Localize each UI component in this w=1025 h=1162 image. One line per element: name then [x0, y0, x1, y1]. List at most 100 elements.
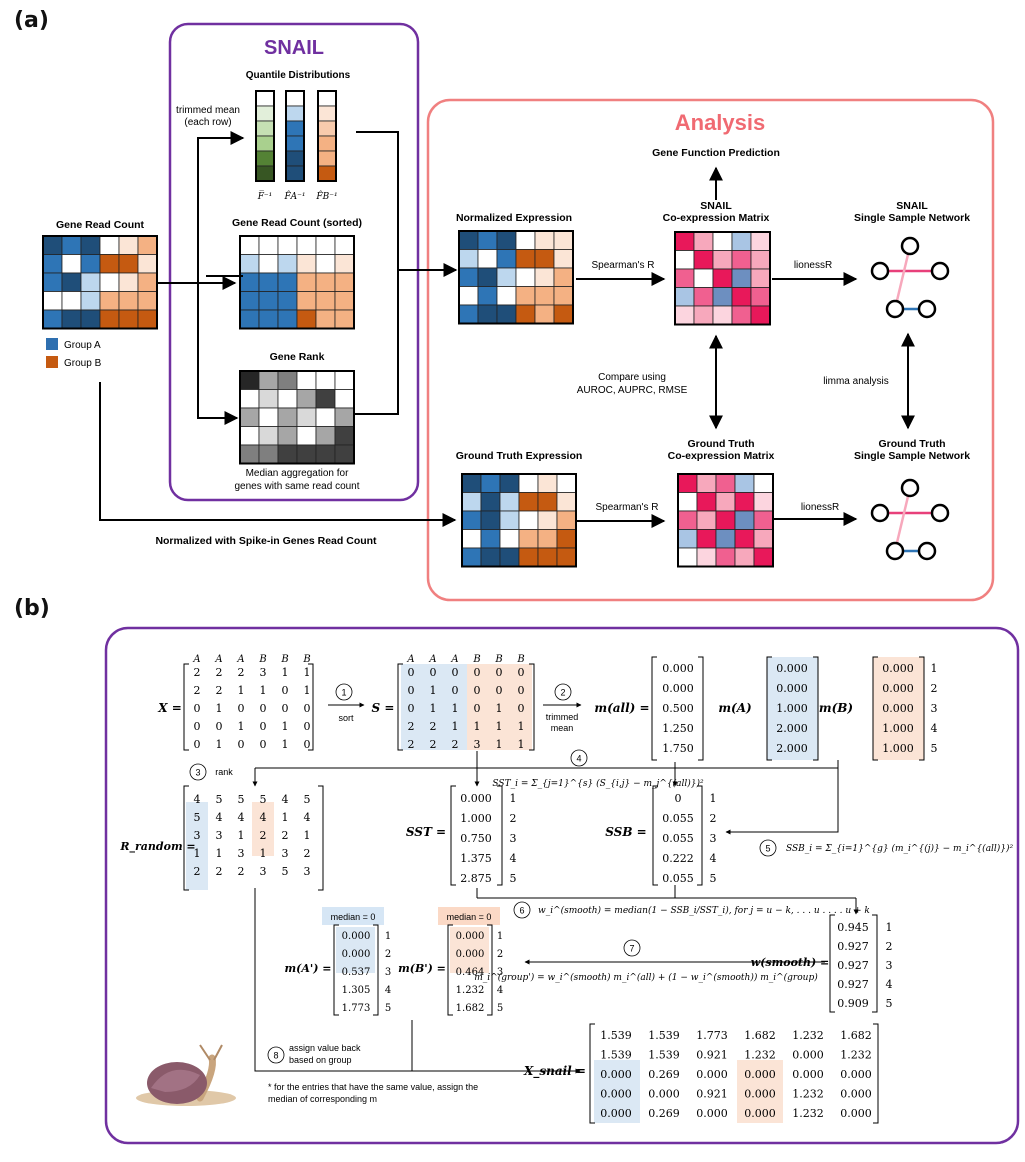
coexp1-cell — [712, 268, 733, 288]
m-ap-entry: 1.773 — [342, 1003, 371, 1014]
s-matrix-entry: 3 — [474, 738, 481, 751]
norm-cell — [534, 267, 555, 287]
x-matrix-entry: 2 — [216, 666, 223, 679]
r-matrix-entry: 5 — [194, 811, 201, 824]
rank-cell — [315, 426, 336, 446]
assign-back-1: assign value back — [289, 1043, 361, 1053]
normalized-spike-in-label: Normalized with Spike-in Genes Read Coun… — [155, 535, 377, 547]
m-bp-row-index: 5 — [497, 1003, 503, 1014]
median-a-label: median = 0 — [331, 912, 376, 922]
x-matrix-entry: 0 — [304, 720, 311, 733]
median-a-box — [322, 907, 384, 925]
s-matrix-entry: 0 — [408, 666, 415, 679]
x-snail-entry: 0.000 — [840, 1088, 872, 1101]
x-snail-entry: 0.000 — [744, 1088, 776, 1101]
x-snail-entry: 0.000 — [744, 1068, 776, 1081]
ssb-row-index: 3 — [710, 832, 717, 845]
x-matrix-entry: 1 — [304, 666, 311, 679]
s-matrix-entry: 1 — [496, 702, 503, 715]
step-1-circle — [335, 683, 353, 701]
gt-ssn-label-2: Single Sample Network — [854, 450, 970, 462]
x-matrix-entry: 1 — [260, 684, 267, 697]
sst-row-index: 2 — [510, 812, 517, 825]
step-8-circle — [267, 1046, 285, 1064]
quantile-columns — [255, 90, 337, 182]
s-column-header: B — [472, 654, 480, 665]
trimmed-mean-label-1: trimmed mean — [176, 105, 240, 116]
quantile-cell — [285, 165, 305, 182]
x-matrix-entry: 3 — [260, 666, 267, 679]
x-matrix-entry: 0 — [238, 738, 245, 751]
r-matrix-entry: 3 — [260, 865, 267, 878]
xs-shade-b — [737, 1060, 783, 1123]
m-ap-entry: 0.000 — [342, 931, 371, 942]
r-matrix-entry: 1 — [282, 811, 289, 824]
step-4-circle-number: 4 — [576, 754, 581, 764]
arrow-merge — [355, 131, 399, 415]
sst-brackets — [450, 785, 503, 886]
rank-cell — [277, 426, 298, 446]
m-bp-entry: 1.682 — [456, 1003, 485, 1014]
coexp1-cell — [674, 250, 695, 270]
rank-cell — [296, 426, 317, 446]
r-matrix-entry: 2 — [282, 829, 289, 842]
sst-row-index: 1 — [510, 792, 517, 805]
m-ap-row-index: 3 — [385, 967, 391, 978]
network-node — [930, 503, 950, 523]
x-snail-entry: 1.682 — [744, 1029, 776, 1042]
s-matrix-entry: 0 — [496, 666, 503, 679]
snail-ssn-label-2: Single Sample Network — [854, 212, 970, 224]
ssb-row-index: 4 — [710, 852, 717, 865]
s-matrix-entry: 2 — [430, 738, 437, 751]
quantile-cell — [285, 120, 305, 137]
sorted-cell — [239, 235, 260, 255]
m-bp-row-index: 1 — [497, 931, 503, 942]
sorted-cell — [239, 309, 260, 329]
rank-cell — [296, 444, 317, 464]
norm-cell — [553, 230, 574, 250]
sorted-cell — [334, 291, 355, 311]
grc-cell — [80, 309, 101, 329]
sst-label: SST = — [406, 825, 446, 839]
gt-cell — [537, 492, 558, 512]
panel-a-arrows — [99, 131, 915, 528]
step-8-circle-number: 8 — [273, 1051, 278, 1061]
footnote-2: median of corresponding m — [268, 1094, 377, 1104]
s-matrix-entry: 1 — [430, 702, 437, 715]
flow-lines-bottom — [254, 888, 578, 1072]
step-1-circle-number: 1 — [341, 688, 346, 698]
s-matrix-entry: 0 — [496, 684, 503, 697]
r-matrix-entry: 5 — [304, 793, 311, 806]
rank-cell — [277, 370, 298, 390]
rank-cell — [258, 389, 279, 409]
norm-border — [458, 230, 574, 325]
grc-cell — [42, 309, 63, 329]
ssb-entry: 0.055 — [662, 872, 694, 885]
quantile-cell — [255, 150, 275, 167]
coexp2-cell — [734, 547, 755, 567]
legend-swatch-a — [46, 338, 58, 350]
x-matrix-entry: 0 — [216, 720, 223, 733]
gene-read-count-sorted-label: Gene Read Count (sorted) — [232, 217, 362, 229]
sst-row-index: 5 — [510, 872, 517, 885]
sorted-cell — [277, 235, 298, 255]
coexp2-cell — [696, 510, 717, 530]
rank-cell — [239, 370, 260, 390]
w-entry: 0.927 — [837, 978, 869, 991]
ssb-brackets — [652, 785, 703, 886]
sst-row-index: 4 — [510, 852, 517, 865]
step-2-circle-number: 2 — [560, 688, 565, 698]
rank-cell — [239, 407, 260, 427]
x-snail-entry: 0.000 — [840, 1068, 872, 1081]
network-node — [870, 261, 890, 281]
x-matrix-entry: 2 — [194, 684, 201, 697]
s-matrix-entry: 1 — [452, 720, 459, 733]
gt-cell — [499, 510, 520, 530]
gt-cell — [461, 547, 482, 567]
coexp1-cell — [750, 231, 771, 251]
grc-cell — [118, 291, 139, 311]
ssb-entry: 0 — [675, 792, 682, 805]
r-matrix-entry: 3 — [304, 865, 311, 878]
x-matrix-entry: 1 — [216, 702, 223, 715]
